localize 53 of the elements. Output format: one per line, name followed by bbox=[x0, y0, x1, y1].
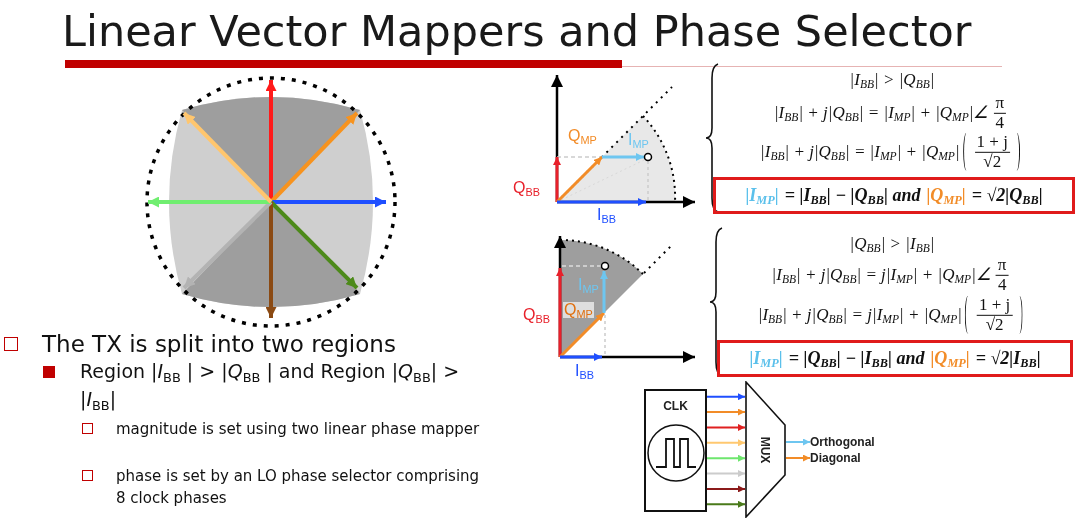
arrow bbox=[706, 470, 746, 478]
equation-term: = √2|Q$_{BB}$| bbox=[971, 185, 1043, 206]
arrow bbox=[706, 408, 746, 416]
fraction-numerator: π bbox=[996, 255, 1008, 275]
fraction-numerator: 1 + j bbox=[975, 132, 1009, 152]
equation-term: |Q$_{MP}$| bbox=[930, 348, 970, 369]
arrow bbox=[706, 500, 746, 508]
equation-term: = |Q$_{BB}$| − |I$_{BB}$| and bbox=[788, 348, 925, 369]
vector-label: Q$_{BB}$ bbox=[523, 307, 550, 323]
fraction-denominator: √2 bbox=[984, 315, 1005, 335]
vector-label: Q$_{MP}$ bbox=[563, 302, 594, 318]
arrow bbox=[706, 485, 746, 493]
highlight-box bbox=[713, 177, 1075, 214]
equation: |I$_{BB}$| + j|Q$_{BB}$| = j|I$_{MP}$| + |Q$_{MP}$| bbox=[757, 305, 962, 325]
vector-label: I$_{MP}$ bbox=[628, 132, 649, 148]
vector-label: Q$_{MP}$ bbox=[568, 128, 597, 144]
equation-term: |I$_{MP}$| bbox=[749, 348, 783, 369]
block-label: MUX bbox=[758, 436, 773, 463]
arrow bbox=[706, 393, 746, 401]
output-label: Diagonal bbox=[810, 450, 870, 466]
vector-label: I$_{BB}$ bbox=[575, 363, 594, 379]
bullet-text: Region |I$_{BB}$ | > |Q$_{BB}$ | and Region |Q$_{BB}$| > |I$_{BB}$| bbox=[80, 359, 461, 413]
clock-block bbox=[644, 389, 707, 512]
block-label: CLK bbox=[663, 399, 688, 413]
equation-term: = |I$_{BB}$| − |Q$_{BB}$| and bbox=[784, 185, 921, 206]
equation: |I$_{BB}$| + j|Q$_{BB}$| = j|I$_{MP}$| + |Q$_{MP}$|∠ bbox=[771, 265, 991, 285]
equation: |I$_{BB}$| + j|Q$_{BB}$| = |I$_{MP}$| + |Q$_{MP}$| bbox=[760, 142, 960, 162]
arrow bbox=[706, 423, 746, 431]
arrow bbox=[706, 439, 746, 447]
equation: |I$_{BB}$| + j|Q$_{BB}$| = |I$_{MP}$| + |Q$_{MP}$|∠ bbox=[773, 103, 989, 123]
equation-term: = √2|I$_{BB}$| bbox=[975, 348, 1041, 369]
fraction-denominator: 4 bbox=[994, 113, 1005, 133]
equation-term: |Q$_{MP}$| bbox=[926, 185, 966, 206]
vector-label: I$_{MP}$ bbox=[578, 277, 599, 293]
highlight-box bbox=[717, 340, 1073, 377]
bullet-text: phase is set by an LO phase selector comprising 8 clock phases bbox=[116, 466, 481, 509]
equation: |I$_{BB}$| > |Q$_{BB}$| bbox=[849, 70, 935, 90]
vector-label: Q$_{BB}$ bbox=[513, 180, 540, 196]
equation-term: |I$_{MP}$| bbox=[745, 185, 779, 206]
bullet-text: The TX is split into two regions bbox=[42, 330, 397, 359]
arrow bbox=[785, 454, 811, 462]
bullet-text: magnitude is set using two linear phase mapper bbox=[116, 419, 481, 440]
fraction-numerator: 1 + j bbox=[978, 295, 1012, 315]
arrow bbox=[785, 438, 811, 446]
slide-title: Linear Vector Mappers and Phase Selector bbox=[62, 6, 972, 56]
fraction-numerator: π bbox=[994, 93, 1006, 113]
output-label: Orthogonal bbox=[810, 434, 882, 450]
vector-label: I$_{BB}$ bbox=[597, 207, 616, 223]
multiplexer-shape bbox=[745, 381, 786, 518]
arrow bbox=[706, 454, 746, 462]
fraction-denominator: √2 bbox=[982, 152, 1003, 172]
fraction-denominator: 4 bbox=[996, 275, 1008, 295]
equation: |Q$_{BB}$| > |I$_{BB}$| bbox=[849, 234, 935, 254]
